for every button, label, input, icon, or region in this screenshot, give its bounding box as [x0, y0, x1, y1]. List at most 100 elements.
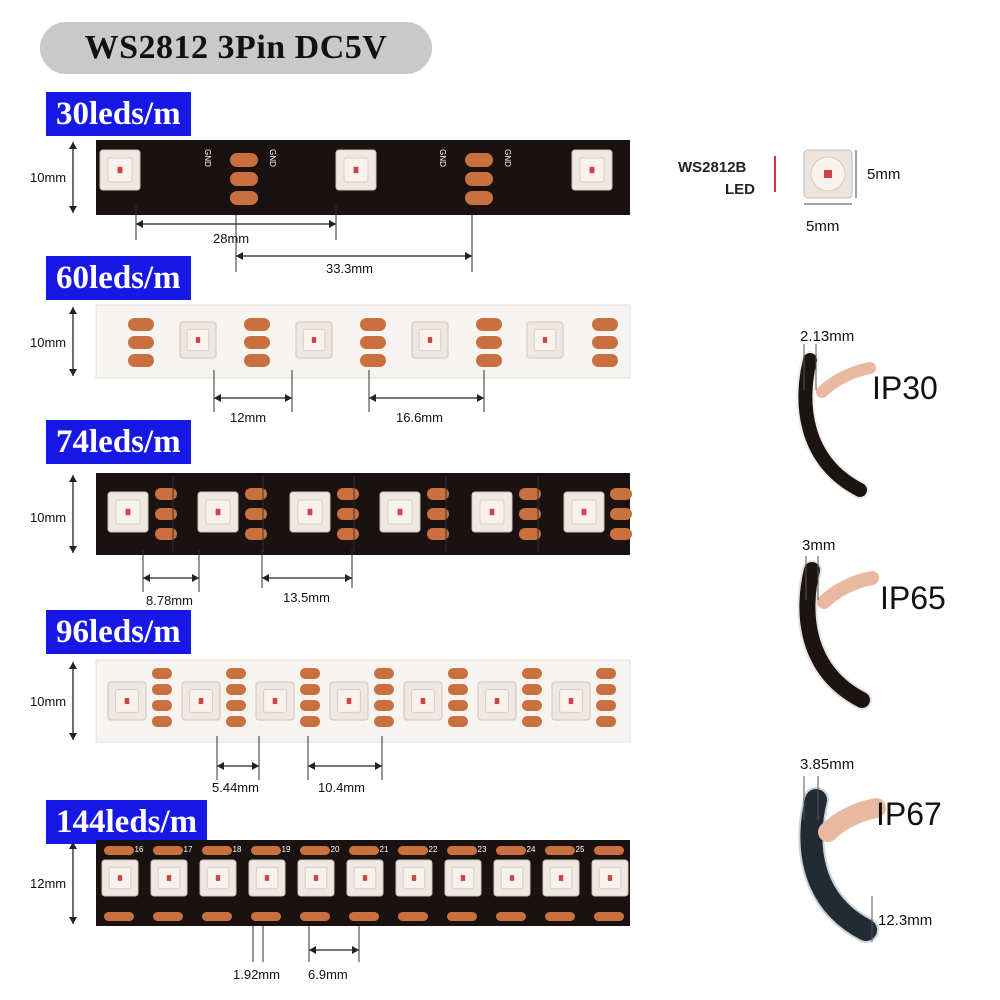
pitch-dim-a-96: 5.44mm	[212, 780, 259, 795]
strip-60-led-1-chip	[311, 337, 317, 343]
strip-144-pad-bot-1	[153, 912, 183, 921]
strip-30-dim-a-head-a	[136, 220, 143, 228]
pitch-dim-a-30: 28mm	[213, 231, 250, 246]
ip67-coil-back	[818, 798, 886, 842]
strip-60-width-arrow-head-b	[69, 369, 77, 376]
strip-96-dim-b-head-a	[308, 762, 315, 770]
strip-30-gnd-d: GND	[503, 149, 512, 167]
strip-74-pad-c-5	[610, 528, 632, 540]
strip-96-led-3-chip	[346, 697, 352, 705]
strip-96-led-2-chip	[272, 697, 278, 705]
strip-144-width-arrow-head-b	[69, 917, 77, 924]
strip-144-led-0-chip	[117, 875, 123, 881]
strip-144-number-17: 17	[184, 845, 193, 854]
strip-60-pad-a-4	[592, 318, 618, 331]
strip-144-led-8-chip	[509, 875, 515, 881]
strip-60-pad-a-1	[244, 318, 270, 331]
strip-74-led-4-chip	[489, 508, 495, 516]
ip67-coil-strip	[800, 789, 877, 941]
strip-60-pad-b-0	[128, 336, 154, 349]
strip-30-gnd-c: GND	[438, 149, 447, 167]
strip-96-width-arrow-head-b	[69, 733, 77, 740]
ip65-thickness: 3mm	[802, 537, 836, 554]
strip-144-pad-top-8	[496, 846, 526, 855]
title-badge: WS2812 3Pin DC5V	[40, 22, 432, 74]
pitch-dim-a-144: 1.92mm	[233, 967, 280, 982]
strip-144-number-16: 16	[135, 845, 144, 854]
strip-144-pad-bot-7	[447, 912, 477, 921]
strip-width-144: 12mm	[30, 876, 67, 891]
strip-144-pad-top-6	[398, 846, 428, 855]
strip-74-led-5-chip	[581, 508, 587, 516]
ip67-label: IP67	[876, 796, 942, 832]
strip-96-pad-c-0	[152, 700, 172, 711]
strip-label-144: 144leds/m	[46, 800, 208, 844]
strip-144-pad-top-4	[300, 846, 330, 855]
strip-96-dim-a-head-a	[217, 762, 224, 770]
strip-74-led-1-chip	[215, 508, 221, 516]
strip-144-pad-top-2	[202, 846, 232, 855]
strip-96-pad-b-6	[596, 684, 616, 695]
strip-60-pad-c-4	[592, 354, 618, 367]
strip-144-pad-top-10	[594, 846, 624, 855]
strip-144-led-10-chip	[607, 875, 613, 881]
ip65-coil-strip	[799, 562, 870, 708]
strip-30-pad-4	[465, 172, 493, 186]
strip-74-pad-b-1	[245, 508, 267, 520]
strip-144-pad-top-9	[545, 846, 575, 855]
ip65-label: IP65	[880, 580, 946, 616]
strip-144-pad-bot-6	[398, 912, 428, 921]
strip-96-led-0-chip	[124, 697, 130, 705]
strip-144-number-19: 19	[282, 845, 291, 854]
strip-60-pad-c-0	[128, 354, 154, 367]
strip-144-number-20: 20	[331, 845, 340, 854]
led-name: WS2812B	[678, 159, 747, 176]
strip-96-pad-a-6	[596, 668, 616, 679]
strip-96-width-arrow-head-a	[69, 662, 77, 669]
strip-74-led-0-chip	[125, 508, 131, 516]
strip-width-74: 10mm	[30, 510, 67, 525]
pitch-dim-b-96: 10.4mm	[318, 780, 365, 795]
strip-30-width-arrow-head-a	[69, 142, 77, 149]
strip-label-60: 60leds/m	[46, 256, 191, 300]
pitch-dim-a-60: 12mm	[230, 410, 267, 425]
pitch-dim-b-30: 33.3mm	[326, 261, 373, 276]
strip-96-pad-d-1	[226, 716, 246, 727]
strip-74-dim-b-head-a	[262, 574, 269, 582]
ip67-thickness: 3.85mm	[800, 756, 855, 773]
strip-96-pad-a-4	[448, 668, 468, 679]
strip-96-pad-a-0	[152, 668, 172, 679]
strip-144-pad-bot-2	[202, 912, 232, 921]
strip-74-pad-a-3	[427, 488, 449, 500]
strip-144-number-24: 24	[527, 845, 536, 854]
strip-74-pad-a-0	[155, 488, 177, 500]
strip-60-led-3-chip	[542, 337, 548, 343]
strip-96-pad-a-1	[226, 668, 246, 679]
strip-30-dim-b-head-b	[465, 252, 472, 260]
strip-60-pad-b-1	[244, 336, 270, 349]
strip-60-pad-c-1	[244, 354, 270, 367]
strip-60-dim-a-head-a	[214, 394, 221, 402]
strip-144-pad-bot-0	[104, 912, 134, 921]
ip30-coil-strip	[798, 353, 867, 497]
strip-96-led-1-chip	[198, 697, 204, 705]
ip65-coil-back	[817, 571, 879, 609]
strip-144-number-25: 25	[576, 845, 585, 854]
strip-96-pad-b-5	[522, 684, 542, 695]
strip-74-dim-a-head-a	[143, 574, 150, 582]
strip-60-pad-c-3	[476, 354, 502, 367]
strip-width-96: 10mm	[30, 694, 67, 709]
strip-60-led-2-chip	[427, 337, 433, 343]
strip-96-pad-c-6	[596, 700, 616, 711]
strip-96-pad-d-0	[152, 716, 172, 727]
strip-144-pad-bot-4	[300, 912, 330, 921]
strip-30-width-arrow-head-b	[69, 206, 77, 213]
pitch-dim-b-74: 13.5mm	[283, 590, 330, 605]
strip-74-led-2-chip	[307, 508, 313, 516]
pitch-dim-b-60: 16.6mm	[396, 410, 443, 425]
strip-144-led-6-chip	[411, 875, 417, 881]
strip-96-pad-b-3	[374, 684, 394, 695]
strip-74-pad-b-0	[155, 508, 177, 520]
strip-96-pad-d-4	[448, 716, 468, 727]
